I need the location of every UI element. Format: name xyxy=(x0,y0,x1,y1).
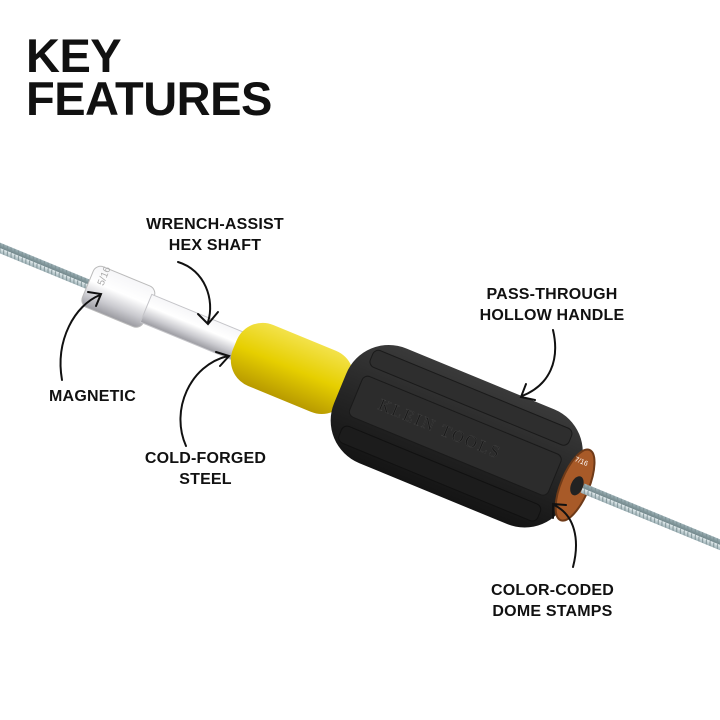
callout-text: MAGNETIC xyxy=(49,388,136,405)
callout-pass-through-hollow-handle: PASS-THROUGH HOLLOW HANDLE xyxy=(462,284,642,326)
cap-size-stamp: 7/16 xyxy=(573,456,588,468)
callout-wrench-assist-hex-shaft: WRENCH-ASSIST HEX SHAFT xyxy=(130,214,300,256)
page-title: KEY FEATURES xyxy=(26,29,272,125)
callout-magnetic: MAGNETIC xyxy=(30,386,155,407)
callout-arrows xyxy=(59,261,577,568)
arrow-magnetic xyxy=(59,291,103,381)
cap-hole xyxy=(570,476,584,496)
arrow-pass-through xyxy=(519,329,557,401)
callout-color-coded-dome-stamps: COLOR-CODED DOME STAMPS xyxy=(470,580,635,622)
handle-ridge xyxy=(338,425,542,522)
yellow-grip xyxy=(230,322,354,414)
callout-text: COLD-FORGED xyxy=(144,450,267,467)
callout-text: STEEL xyxy=(179,471,232,488)
title-line-1: KEY xyxy=(26,29,122,82)
callout-text: WRENCH-ASSIST xyxy=(146,216,284,233)
title-line-2: FEATURES xyxy=(26,72,272,125)
arrow-cold-forged xyxy=(179,351,231,447)
callout-text: COLOR-CODED xyxy=(490,582,615,599)
handle-ridge xyxy=(348,375,562,496)
callout-text: PASS-THROUGH xyxy=(486,286,618,303)
threaded-rod-end xyxy=(580,483,720,558)
callout-text: HOLLOW HANDLE xyxy=(479,307,625,324)
callout-text: HEX SHAFT xyxy=(168,237,262,254)
callout-text: DOME STAMPS xyxy=(492,603,613,620)
arrow-dome-stamps xyxy=(552,502,577,568)
handle-ridge xyxy=(369,349,573,446)
arrow-wrench-assist xyxy=(177,261,219,326)
callout-cold-forged-steel: COLD-FORGED STEEL xyxy=(128,448,283,490)
